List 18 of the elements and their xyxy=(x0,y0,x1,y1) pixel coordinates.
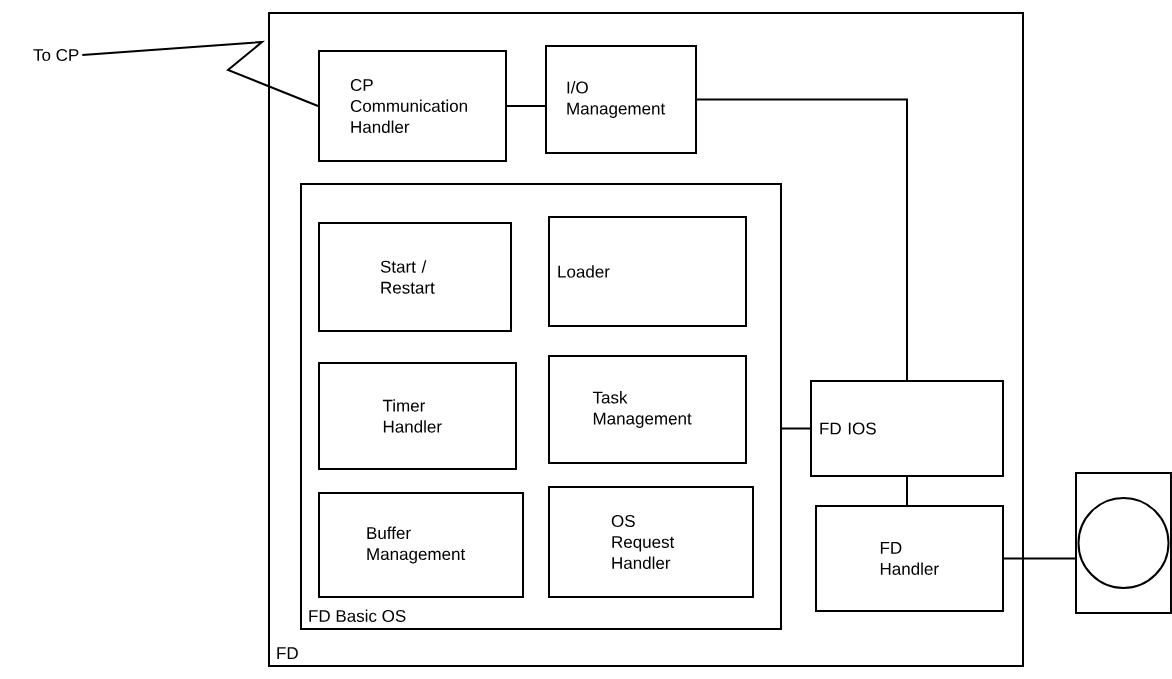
connector-line xyxy=(906,476,908,506)
connector-line xyxy=(81,40,319,107)
disk-drive-drawing xyxy=(1075,472,1172,614)
bare-label: To CP xyxy=(33,49,79,61)
connector-line xyxy=(506,105,546,107)
module-box: FD IOS xyxy=(810,380,1004,477)
connector-line xyxy=(696,98,908,381)
module-box: Loader xyxy=(548,216,747,327)
module-box: Timer Handler xyxy=(318,362,517,470)
module-box: OS Request Handler xyxy=(548,486,754,598)
module-box: CP Communication Handler xyxy=(318,50,507,162)
connector-line xyxy=(1003,557,1076,560)
module-box: FD Handler xyxy=(815,505,1004,612)
module-box: Start / Restart xyxy=(318,222,512,332)
module-box: Task Management xyxy=(548,355,747,464)
connector-line xyxy=(781,427,811,430)
module-box: I/O Management xyxy=(545,45,697,154)
module-box: Buffer Management xyxy=(318,492,524,598)
